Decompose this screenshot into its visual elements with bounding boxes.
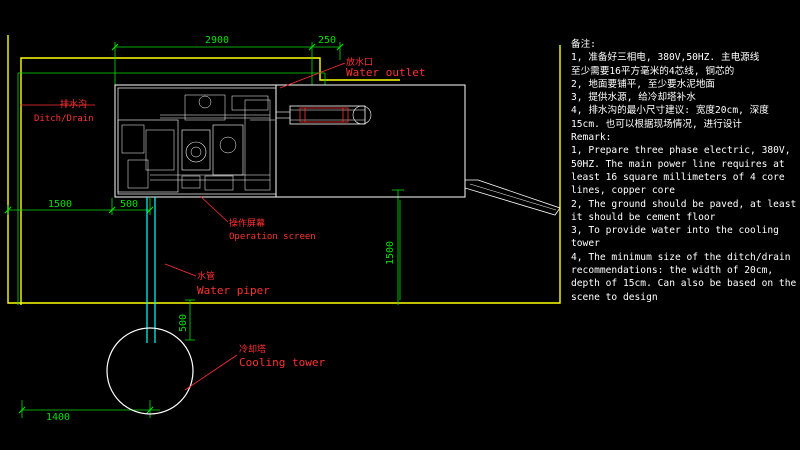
dim-500-vertical: 500 [178, 314, 189, 332]
remark-line: 备注: [571, 39, 596, 50]
remark-line: 3, To provide water into the cooling [571, 225, 779, 237]
remark-line: 50HZ. The main power line requires at [571, 158, 785, 170]
dim-2900: 2900 [205, 35, 229, 46]
leader-lines [20, 62, 346, 391]
tower-label-en: Cooling tower [239, 356, 325, 369]
ditch-outline [7, 35, 561, 305]
ditch-label-cn: 排水沟 [60, 98, 87, 110]
screen-label-en: Operation screen [229, 232, 316, 242]
dimension-ticks [4, 43, 344, 414]
machine [114, 84, 561, 216]
room-boundary [17, 72, 401, 305]
remark-line: depth of 15cm. Can also be based on the [571, 278, 797, 290]
dim-1500-vertical: 1500 [385, 241, 396, 265]
dim-500-horizontal: 500 [120, 199, 138, 210]
remark-line: recommendations: the width of 20cm, [571, 265, 774, 277]
remark-line: 2, 地面要铺平, 至少要水泥地面 [571, 78, 716, 90]
machine-red-parts [299, 107, 349, 123]
dim-1400: 1400 [46, 412, 70, 423]
remark-line: it should be cement floor [571, 211, 716, 223]
screen-label-cn: 操作屏幕 [229, 217, 265, 229]
remark-line: least 16 square millimeters of 4 core [571, 171, 785, 183]
water-pipe [146, 197, 156, 343]
dim-250: 250 [318, 35, 336, 46]
remark-line: 1, Prepare three phase electric, 380V, [571, 145, 791, 157]
remark-line: 4, The minimum size of the ditch/drain [571, 251, 791, 263]
remark-line: 4, 排水沟的最小尺寸建议: 宽度20cm, 深度 [571, 105, 769, 117]
ditch-label-en: Ditch/Drain [34, 114, 94, 124]
pipe-label-en: Water piper [197, 284, 270, 297]
remark-line: lines, copper core [571, 185, 675, 197]
remark-line: 至少需要16平方毫米的4芯线, 铜芯的 [571, 65, 735, 77]
pipe-label-cn: 水管 [197, 270, 215, 282]
dimension-lines [7, 42, 404, 418]
remark-line: 3, 提供水源, 给冷却塔补水 [571, 92, 696, 104]
water-outlet-label-en: Water outlet [346, 66, 425, 79]
remark-line: 2, The ground should be paved, at least [571, 198, 797, 210]
water-outlet-label-cn: 放水口 [346, 56, 373, 68]
remark-line: scene to design [571, 291, 658, 303]
remark-line: 15cm. 也可以根据现场情况, 进行设计 [571, 118, 742, 130]
tower-label-cn: 冷却塔 [239, 343, 266, 355]
remark-line: Remark: [571, 132, 612, 144]
remarks-block: 备注: 1, 准备好三相电, 380V,50HZ. 主电源线至少需要16平方毫米的… [571, 38, 796, 304]
dim-1500-horizontal: 1500 [48, 199, 72, 210]
remark-line: 1, 准备好三相电, 380V,50HZ. 主电源线 [571, 52, 760, 64]
cooling-tower [106, 327, 194, 415]
remark-line: tower [571, 238, 600, 250]
